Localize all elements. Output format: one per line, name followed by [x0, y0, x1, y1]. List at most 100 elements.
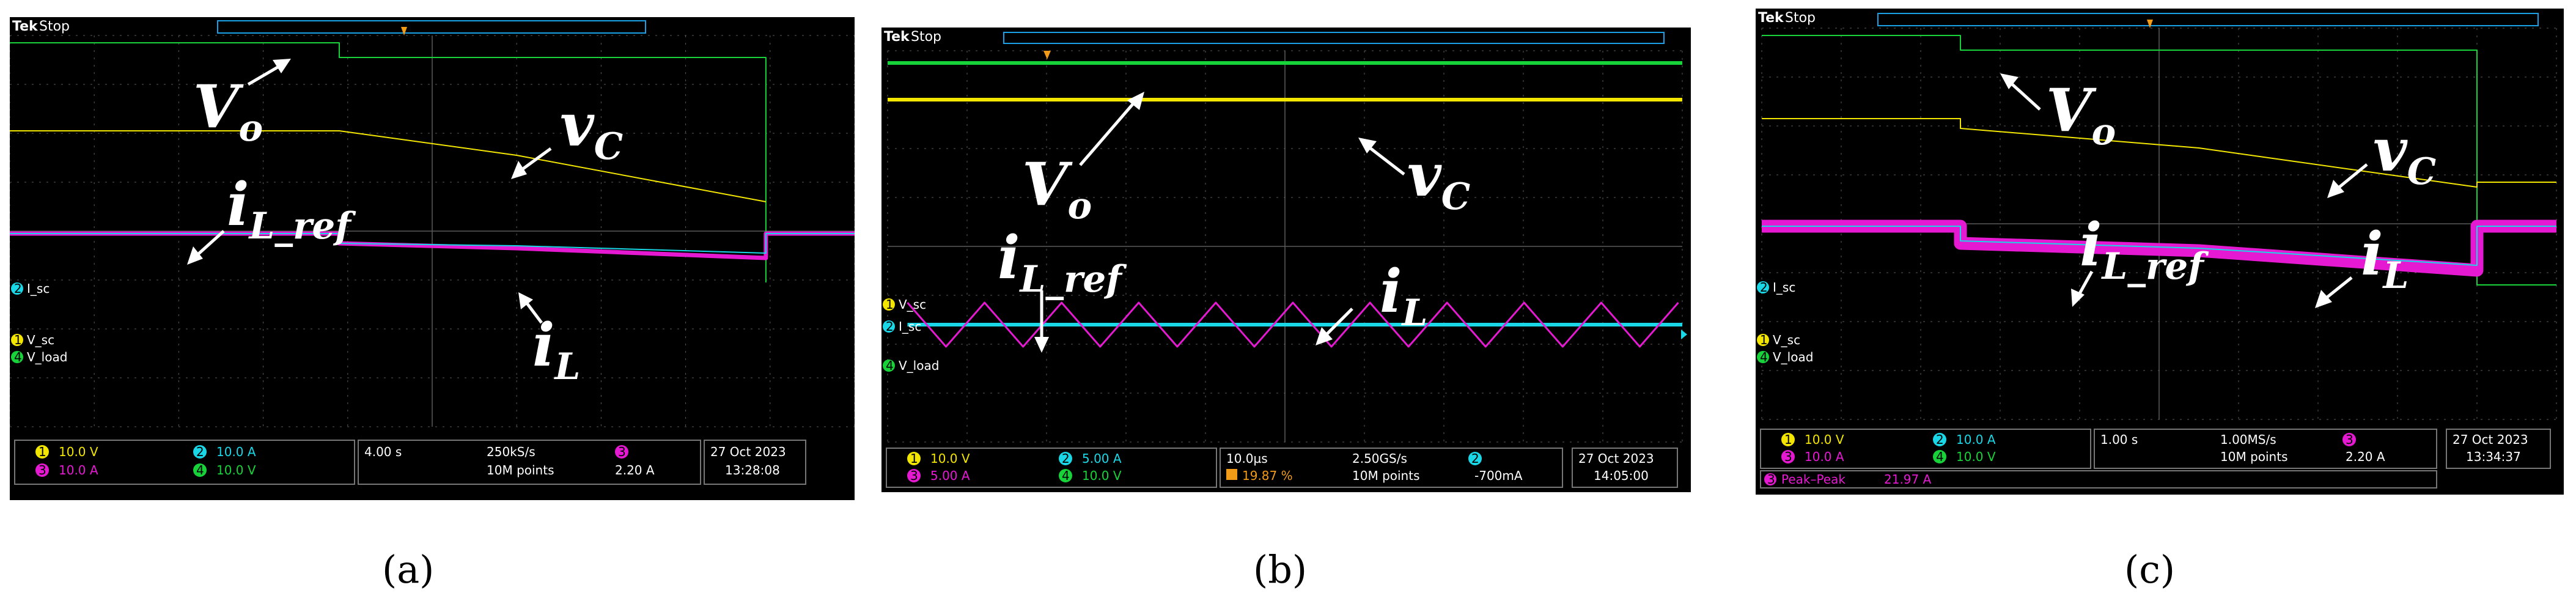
trigger-position-marker-c [2147, 20, 2153, 28]
status-ch3-scale-a: 10.0 A [59, 463, 98, 477]
label-vc-a: vC [560, 90, 623, 168]
marker-ch2-num-a: 2 [14, 281, 22, 296]
status-ch3-scale-c: 10.0 A [1805, 449, 1844, 464]
status-ch3-scale-b: 5.00 A [930, 468, 970, 483]
oscilloscope-panel-a: Tek Stop Vo vC iL_ref iL 2 I_sc 1 V_sc 4… [10, 17, 855, 500]
oscilloscope-panel-c: Tek Stop Vo vC iL_ref iL 2 I_sc 1 V_sc 4… [1756, 9, 2564, 495]
status-bar-b: 1 10.0 V 2 5.00 A 3 5.00 A 4 10.0 V 10.0… [886, 448, 1678, 488]
clock-box-b [1572, 448, 1678, 488]
arrow-ilref-a-head [187, 246, 203, 265]
sample-rate-b: 2.50GS/s [1352, 451, 1407, 466]
marker-label-vload-c: V_load [1773, 350, 1813, 364]
marker-label-vsc-c: V_sc [1773, 333, 1800, 347]
status-ch4-scale-a: 10.0 V [216, 463, 256, 477]
status-ch1-badge-a [35, 445, 49, 459]
marker-ch1-num-c: 1 [1760, 333, 1768, 347]
marker-ch4-num-a: 4 [14, 350, 22, 364]
date-a: 27 Oct 2023 [710, 444, 786, 459]
time-c: 13:34:37 [2466, 449, 2521, 464]
scope-screen-a: Tek Stop Vo vC iL_ref iL 2 I_sc 1 V_sc 4… [10, 19, 855, 485]
status-ch2-num-c: 2 [1936, 432, 1944, 447]
arrow-vc-c-head [2327, 180, 2344, 198]
trace-ch2 [10, 233, 855, 254]
date-b: 27 Oct 2023 [1578, 451, 1654, 466]
marker-ch2-num-c: 2 [1760, 280, 1768, 295]
scope-screen-b: Tek Stop Vo vC iL_ref iL 1 V_sc 2 I_sc 4… [883, 29, 1687, 488]
label-ilref-b: iL_ref [998, 223, 1127, 301]
marker-label-isc-a: I_sc [27, 281, 50, 296]
status-ch4-scale-c: 10.0 V [1956, 449, 1996, 464]
oscilloscope-panel-b: Tek Stop Vo vC iL_ref iL 1 V_sc 2 I_sc 4… [881, 28, 1691, 492]
marker-label-isc-c: I_sc [1773, 280, 1795, 295]
clock-box-a [704, 440, 806, 485]
status-ch4-num-c: 4 [1936, 449, 1944, 464]
trigger-level-marker-b [1681, 330, 1687, 339]
marker-ch1-c [1757, 334, 1769, 346]
status-ch4-scale-b: 10.0 V [1082, 468, 1122, 483]
marker-ch4-num-c: 4 [1760, 350, 1768, 364]
trigger-pos-icon-b [1226, 469, 1237, 480]
marker-ch4-num-b: 4 [886, 358, 894, 373]
label-vo-a: Vo [193, 72, 263, 150]
status-ch3-badge-b [907, 469, 921, 482]
status-ch4-badge-b [1059, 469, 1072, 482]
marker-ch2-num-b: 2 [886, 319, 894, 334]
arrow-vc-a-head [511, 161, 527, 179]
marker-ch4-c [1757, 351, 1769, 363]
label-il-c: iL [2361, 219, 2409, 297]
label-ilref-c: iL_ref [2080, 210, 2209, 288]
marker-ch2-b [883, 320, 895, 333]
status-ch1-badge-b [907, 452, 921, 465]
trigger-ch-c: 3 [2346, 432, 2353, 447]
measure-ch-badge-c [1764, 473, 1776, 485]
arrow-vo-b-head [1127, 92, 1144, 110]
status-ch2-num-a: 2 [196, 444, 204, 459]
measure-value-c: 21.97 A [1884, 472, 1932, 487]
record-view-bar-a [217, 20, 646, 34]
channel-box-b [886, 448, 1217, 488]
marker-ch2-c [1757, 281, 1769, 293]
label-ilref-a: iL_ref [227, 170, 356, 248]
time-a: 13:28:08 [725, 463, 780, 477]
caption-b: (b) [1253, 547, 1308, 592]
timebase-box-b [1220, 448, 1563, 488]
clock-box-c [2446, 429, 2551, 469]
trace-ch4 [10, 42, 767, 282]
scope-screen-c: Tek Stop Vo vC iL_ref iL 2 I_sc 1 V_sc 4… [1757, 10, 2557, 488]
marker-label-isc-b: I_sc [899, 319, 921, 334]
label-vo-c: Vo [2046, 76, 2116, 153]
waveform-traces-b [888, 61, 1682, 348]
caption-c: (c) [2124, 547, 2176, 592]
status-bar-c: 1 10.0 V 2 10.0 A 3 10.0 A 4 10.0 V 1.00… [1760, 429, 2551, 488]
timebase-c: 1.00 s [2100, 432, 2138, 447]
timebase-box-c [2094, 429, 2437, 469]
graticule-a [10, 35, 855, 427]
marker-label-vload-a: V_load [27, 350, 67, 364]
status-ch1-num-b: 1 [910, 451, 918, 466]
arrow-vo-c-head [2000, 73, 2018, 89]
status-ch2-scale-b: 5.00 A [1082, 451, 1122, 466]
waveform-traces-a [10, 42, 855, 282]
arrow-vc-b-head [1358, 138, 1377, 153]
status-ch1-badge-c [1781, 433, 1795, 446]
status-ch1-scale-c: 10.0 V [1805, 432, 1844, 447]
marker-ch1-num-a: 1 [14, 333, 22, 347]
status-ch2-badge-a [193, 445, 207, 459]
caption-a: (a) [382, 547, 435, 592]
arrow-vo-a-head [273, 59, 291, 73]
marker-ch4-b [883, 359, 895, 372]
marker-ch1-a [11, 334, 23, 346]
date-c: 27 Oct 2023 [2453, 432, 2528, 447]
measurement-box-c [1760, 470, 2437, 488]
record-view-bar-c [1877, 13, 2539, 26]
label-il-b: iL [1380, 257, 1427, 334]
trigger-ch-badge-c [2342, 433, 2356, 446]
status-ch4-num-a: 4 [196, 463, 204, 477]
sample-rate-c: 1.00MS/s [2220, 432, 2276, 447]
trigger-position-marker-b [1043, 51, 1051, 59]
arrow-il-c-head [2315, 290, 2332, 308]
status-ch2-scale-c: 10.0 A [1956, 432, 1996, 447]
status-ch1-scale-b: 10.0 V [930, 451, 970, 466]
trigger-ch-badge-b [1468, 452, 1482, 465]
arrow-il-b-head [1316, 327, 1333, 345]
